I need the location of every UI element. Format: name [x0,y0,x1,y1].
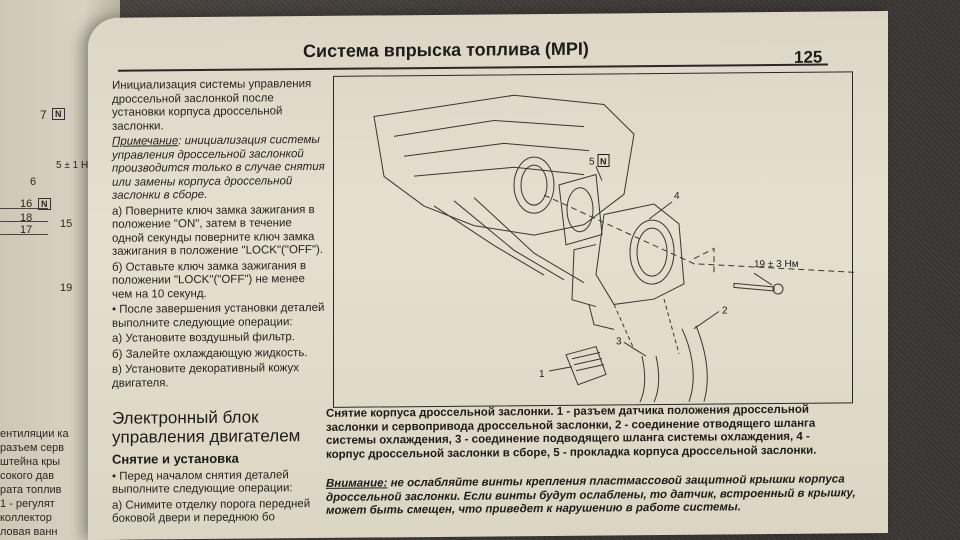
note-paragraph: Примечание: инициализация системы управл… [112,134,327,203]
left-text-line: 1 - регулят [0,498,55,510]
page-header-title: Система впрыска топлива (MPI) [303,38,589,62]
bullet-paragraph: • После завершения установки деталей вып… [112,301,325,330]
left-text-line: ловая ванн [0,526,58,538]
left-text-line: рата топлив [0,484,62,496]
left-callout: 5 ± 1 Нм [56,160,96,171]
left-callout-badge: N [52,108,65,120]
warning-label: Внимание: [326,477,388,490]
callout-5-badge: N [600,156,606,166]
section-title: Электронный блок управления двигателем [112,407,301,447]
warning-text: не ослабляйте винты крепления пластмассо… [326,473,856,517]
throttle-body-drawing: 5 N 4 2 3 1 19 ± 3 Нм [373,94,854,403]
operation2-a: а) Снимите отделку порога передней боков… [112,497,311,525]
left-text-line: ентиляции ка [0,428,69,440]
callout-3: 3 [616,336,622,347]
book-page: Система впрыска топлива (MPI) 1 2 5 Инициа… [88,11,888,540]
left-callout: 16 [20,198,33,210]
operation-c: в) Установите декоративный кожух двигате… [112,362,299,390]
left-callout: 19 [60,282,73,294]
left-callout: 6 [30,176,37,188]
left-text-line: коллектор [0,512,52,524]
left-callout: 17 [20,224,33,236]
warning-paragraph: Внимание: не ослабляйте винты крепления … [326,473,856,518]
step-a: а) Поверните ключ замка зажигания в поло… [112,203,324,258]
callout-1: 1 [539,369,545,380]
left-text-line: сокого дав [0,470,55,482]
throttle-body-figure: 5 N 4 2 3 1 19 ± 3 Нм [333,71,854,408]
left-callout: 15 [60,218,73,230]
subsection-title: Снятие и установка [112,450,239,467]
torque-callout: 19 ± 3 Нм [754,259,799,270]
bullet-paragraph-2: • Перед началом снятия деталей выполните… [112,468,293,496]
step-b: б) Оставьте ключ замка зажигания в полож… [112,259,307,301]
left-callout: 18 [20,212,33,224]
callout-2: 2 [722,305,728,316]
callout-4: 4 [674,191,680,202]
left-callout-badge: N [38,198,51,210]
left-text-line: разъем серв [0,442,65,454]
paragraph-init: Инициализация системы управления дроссел… [112,78,312,133]
figure-caption: Снятие корпуса дроссельной заслонки. 1 -… [326,403,817,461]
callout-5: 5 [589,157,595,168]
operation-a: а) Установите воздушный фильтр. [112,331,295,345]
header-rule [118,63,828,72]
text-column: Инициализация системы управления дроссел… [112,78,327,528]
operation-b: б) Залейте охлаждающую жидкость. [112,346,308,361]
left-callout: 7 [40,108,47,122]
left-text-line: штейна кры [0,456,61,468]
note-label: Примечание [112,135,179,148]
